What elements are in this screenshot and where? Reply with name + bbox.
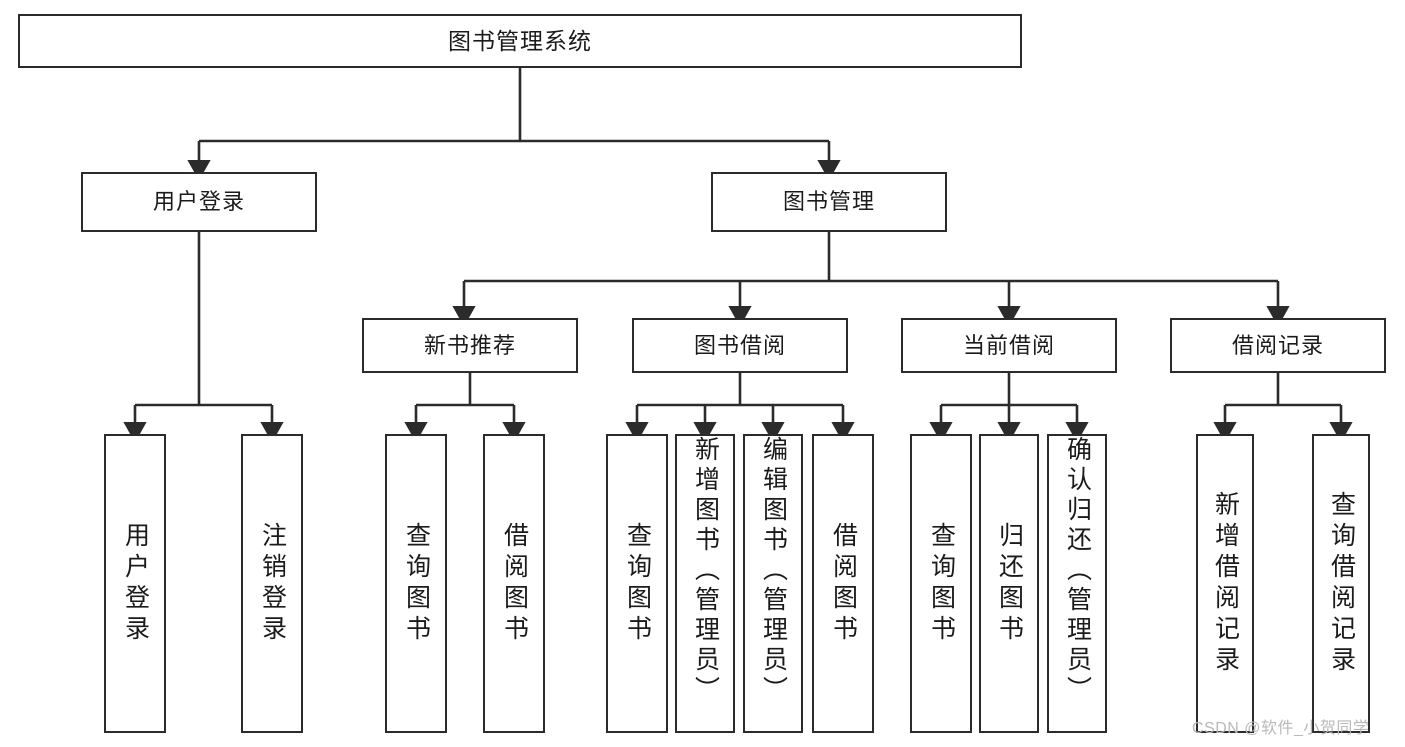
node-new-book-recommend[interactable]: 新书推荐	[362, 318, 578, 373]
node-book-management[interactable]: 图书管理	[711, 172, 947, 232]
leaf-user-login[interactable]: 用户登录	[104, 434, 166, 733]
node-label: 借阅图书	[829, 521, 858, 646]
node-label: 当前借阅	[962, 332, 1055, 358]
leaf-query-borrow-record[interactable]: 查询借阅记录	[1312, 434, 1370, 733]
node-label: 查询图书	[623, 521, 652, 646]
leaf-confirm-return-admin[interactable]: 确认归还（管理员）	[1047, 434, 1107, 733]
leaf-borrow-books-recommend[interactable]: 借阅图书	[483, 434, 545, 733]
node-label: 查询借阅记录	[1327, 490, 1356, 677]
node-label: 图书借阅	[693, 332, 786, 358]
node-label: 归还图书	[995, 521, 1024, 646]
leaf-add-book-admin[interactable]: 新增图书（管理员）	[675, 434, 735, 733]
node-label: 借阅记录	[1231, 332, 1324, 358]
node-label: 查询图书	[402, 521, 431, 646]
node-user-login[interactable]: 用户登录	[81, 172, 317, 232]
node-label: 编辑图书（管理员）	[759, 436, 788, 706]
node-label: 注销登录	[258, 521, 287, 646]
leaf-add-borrow-record[interactable]: 新增借阅记录	[1196, 434, 1254, 733]
node-label: 借阅图书	[500, 521, 529, 646]
node-label: 用户登录	[152, 189, 245, 214]
node-current-borrow[interactable]: 当前借阅	[901, 318, 1117, 373]
leaf-query-books-recommend[interactable]: 查询图书	[385, 434, 447, 733]
node-book-management-system[interactable]: 图书管理系统	[18, 14, 1022, 68]
node-label: 新增图书（管理员）	[691, 436, 720, 706]
leaf-borrow-books-borrow[interactable]: 借阅图书	[812, 434, 874, 733]
node-label: 确认归还（管理员）	[1063, 436, 1092, 706]
node-book-borrow[interactable]: 图书借阅	[632, 318, 848, 373]
node-label: 图书管理	[782, 189, 875, 214]
node-label: 新书推荐	[423, 332, 516, 358]
node-label: 用户登录	[121, 521, 150, 646]
node-label: 查询图书	[927, 521, 956, 646]
leaf-query-books-current[interactable]: 查询图书	[910, 434, 972, 733]
leaf-return-books[interactable]: 归还图书	[979, 434, 1039, 733]
leaf-logout[interactable]: 注销登录	[241, 434, 303, 733]
leaf-edit-book-admin[interactable]: 编辑图书（管理员）	[743, 434, 803, 733]
csdn-watermark: CSDN @软件_小贺同学	[1192, 720, 1370, 737]
node-borrow-records[interactable]: 借阅记录	[1170, 318, 1386, 373]
node-label: 图书管理系统	[448, 27, 592, 54]
node-label: 新增借阅记录	[1211, 490, 1240, 677]
leaf-query-books-borrow[interactable]: 查询图书	[606, 434, 668, 733]
